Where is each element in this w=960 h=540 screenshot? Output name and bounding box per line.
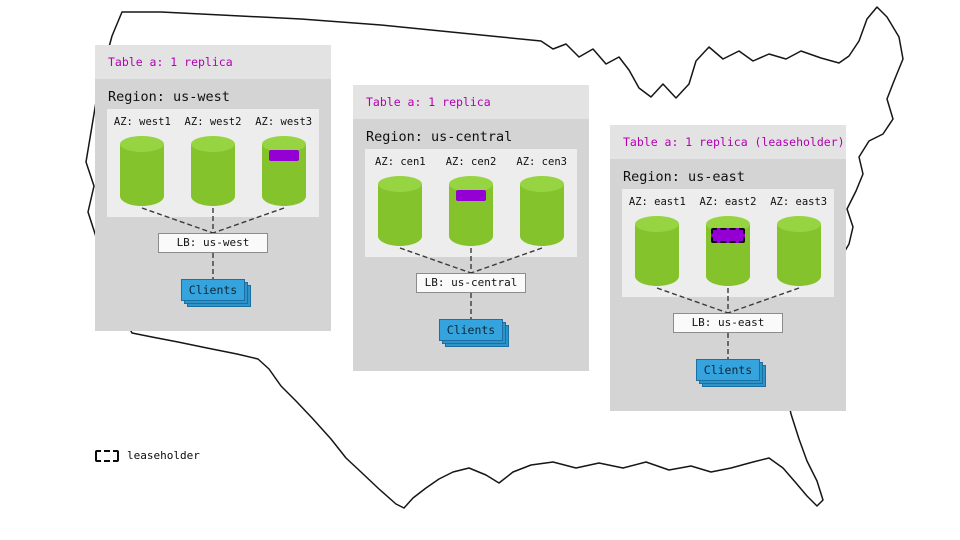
region-card-us-central: Table a: 1 replica Region: us-central AZ… — [353, 85, 589, 371]
cylinder-graphic — [519, 176, 564, 246]
az-label: AZ: east2 — [699, 196, 757, 208]
az-column: AZ: west1 — [107, 109, 178, 217]
az-column: AZ: west2 — [178, 109, 249, 217]
clients-box: Clients — [181, 279, 251, 307]
region-title: Region: us-central — [366, 129, 513, 145]
region-card-us-east: Table a: 1 replica (leaseholder) Region:… — [610, 125, 846, 411]
cylinder-graphic — [635, 216, 680, 286]
az-column: AZ: east1 — [622, 189, 693, 297]
cylinder-graphic — [191, 136, 235, 206]
az-label: AZ: east3 — [770, 196, 828, 208]
table-replica-label: Table a: 1 replica — [353, 85, 589, 119]
region-title: Region: us-east — [623, 169, 745, 185]
cylinder-graphic — [706, 216, 750, 286]
legend: leaseholder — [95, 449, 200, 462]
clients-label: Clients — [696, 359, 760, 381]
clients-label: Clients — [181, 279, 245, 301]
cylinder-graphic — [120, 136, 165, 206]
az-panel: AZ: cen1 AZ: cen2 — [365, 149, 577, 257]
cylinder-graphic — [449, 176, 493, 246]
range-marker — [268, 150, 299, 161]
replica-cylinder — [519, 175, 565, 247]
az-column: AZ: cen3 — [506, 149, 577, 257]
region-card-us-west: Table a: 1 replica Region: us-west AZ: w… — [95, 45, 331, 331]
load-balancer-box: LB: us-central — [416, 273, 526, 293]
az-panel: AZ: west1 AZ: west2 — [107, 109, 319, 217]
az-label: AZ: cen3 — [516, 156, 567, 168]
az-column: AZ: cen2 — [436, 149, 507, 257]
cylinder-graphic — [776, 216, 821, 286]
replica-cylinder — [634, 215, 680, 287]
az-column: AZ: cen1 — [365, 149, 436, 257]
az-column: AZ: east3 — [763, 189, 834, 297]
load-balancer-box: LB: us-west — [158, 233, 268, 253]
az-label: AZ: west3 — [255, 116, 313, 128]
az-label: AZ: east1 — [628, 196, 686, 208]
load-balancer-box: LB: us-east — [673, 313, 783, 333]
az-label: AZ: west2 — [184, 116, 242, 128]
replica-cylinder — [190, 135, 236, 207]
table-replica-label: Table a: 1 replica (leaseholder) — [610, 125, 846, 159]
replica-cylinder — [261, 135, 307, 207]
replica-cylinder — [705, 215, 751, 287]
az-column: AZ: east2 — [693, 189, 764, 297]
replica-cylinder — [776, 215, 822, 287]
range-marker — [711, 228, 745, 243]
replica-cylinder — [377, 175, 423, 247]
az-label: AZ: cen2 — [445, 156, 497, 168]
az-column: AZ: west3 — [248, 109, 319, 217]
region-title: Region: us-west — [108, 89, 230, 105]
az-label: AZ: cen1 — [375, 156, 426, 168]
cylinder-graphic — [378, 176, 423, 246]
az-label: AZ: west1 — [113, 116, 171, 128]
clients-box: Clients — [696, 359, 766, 387]
table-replica-label: Table a: 1 replica — [95, 45, 331, 79]
clients-box: Clients — [439, 319, 509, 347]
replica-cylinder — [119, 135, 165, 207]
replica-cylinder — [448, 175, 494, 247]
range-marker — [456, 190, 486, 201]
cylinder-graphic — [261, 136, 306, 206]
legend-label: leaseholder — [127, 449, 200, 462]
clients-label: Clients — [439, 319, 503, 341]
leaseholder-swatch — [95, 449, 119, 462]
az-panel: AZ: east1 AZ: east2 — [622, 189, 834, 297]
